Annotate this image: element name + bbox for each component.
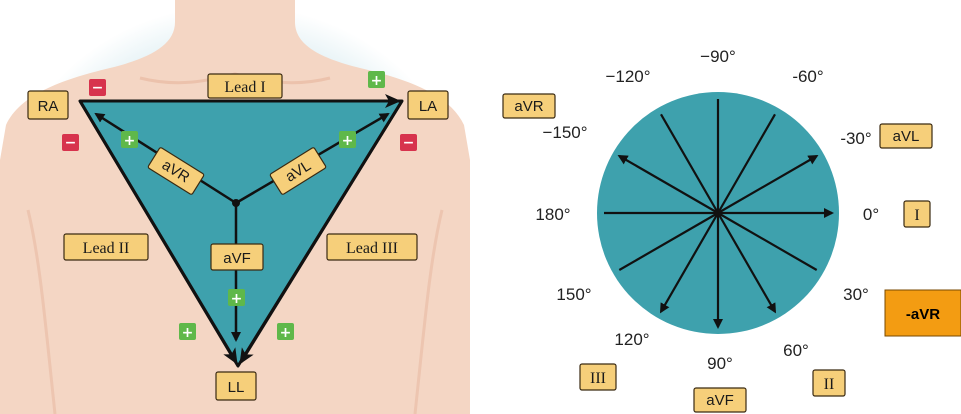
plus-sign-avl: + [339,131,356,149]
hex-ii-label: II [824,376,835,393]
hex-iii-tag: III [580,364,616,390]
minus-symbol: − [403,135,415,151]
lead-iii-tag: Lead III [327,234,417,260]
lead-i-label: Lead I [224,79,265,96]
angle-neg150: −150° [542,123,587,142]
minus-symbol: − [92,80,104,96]
hexaxial-diagram [597,92,839,334]
hex-avl-tag: aVL [880,124,932,148]
hex-ii-tag: II [813,370,845,396]
angle-90: 90° [707,354,733,373]
electrode-ll-label: LL [228,379,245,396]
hex-i-label: I [914,207,919,224]
plus-symbol: + [231,291,243,307]
plus-symbol: + [280,325,292,341]
plus-sign-avr: + [121,131,138,149]
plus-sign-avf: + [228,289,245,307]
electrode-ra: RA [28,91,68,119]
angle-120: 120° [614,330,649,349]
neg-avr-highlight: -aVR [885,290,961,336]
plus-symbol: + [124,133,136,149]
angle-neg90: −90° [700,47,736,66]
hex-avf-label: aVF [706,392,734,409]
minus-sign-la-right: − [400,134,417,151]
hex-avr-tag: aVR [503,94,555,118]
hex-iii-label: III [590,370,606,387]
lead-ii-label: Lead II [83,240,130,257]
body-illustration [0,0,470,414]
plus-symbol: + [182,325,194,341]
electrode-la-label: LA [419,98,437,115]
central-terminal [232,199,240,207]
plus-sign-ll-right: + [277,323,294,341]
plus-sign-ll-left: + [179,323,196,341]
lead-ii-tag: Lead II [64,234,148,260]
neg-avr-label: -aVR [906,306,940,323]
minus-symbol: − [65,135,77,151]
plus-symbol: + [342,133,354,149]
electrode-ll: LL [216,372,256,400]
hex-avr-label: aVR [514,98,543,115]
lead-iii-label: Lead III [346,240,398,257]
angle-150: 150° [556,285,591,304]
angle-180: 180° [535,205,570,224]
angle-60: 60° [783,341,809,360]
hexaxial-center [714,209,722,217]
plus-sign-la-top: + [368,71,385,89]
angle-0: 0° [863,205,879,224]
hex-avf-tag: aVF [694,388,746,412]
lead-i-tag: Lead I [208,74,282,98]
angle-neg60: -60° [792,67,823,86]
hex-i-tag: I [904,201,930,227]
minus-sign-ra-top: − [89,79,106,96]
angle-30: 30° [843,285,869,304]
plus-symbol: + [371,73,383,89]
avf-label: aVF [223,250,251,267]
minus-sign-ra-left: − [62,134,79,151]
angle-neg120: −120° [605,67,650,86]
electrode-ra-label: RA [38,98,59,115]
hex-avl-label: aVL [893,128,920,145]
angle-neg30: -30° [840,129,871,148]
avf-tag: aVF [211,244,263,270]
electrode-la: LA [408,91,448,119]
